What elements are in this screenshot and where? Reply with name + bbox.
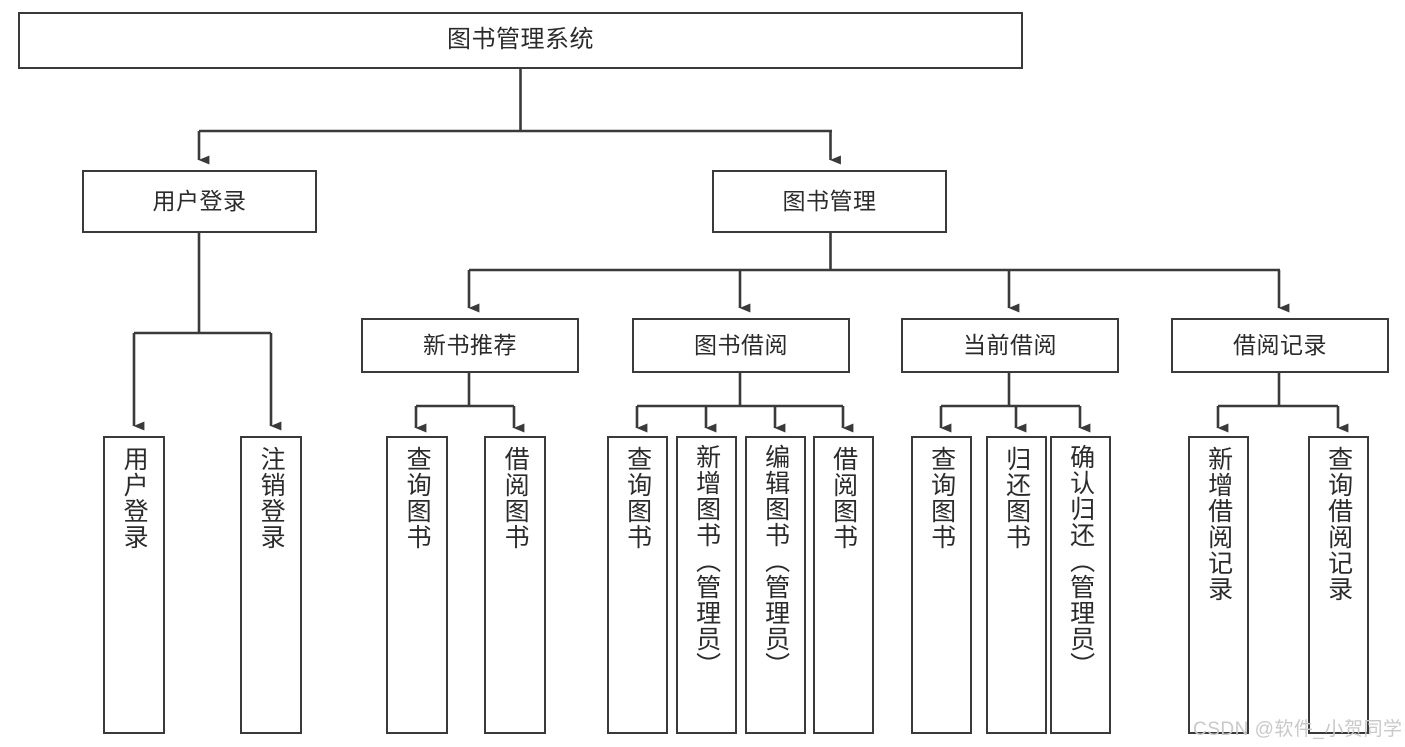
node-leaf-return-book[interactable]: 归还图书 xyxy=(986,436,1047,734)
node-user-login[interactable]: 用户登录 xyxy=(82,170,317,233)
node-leaf-query-book-borrow[interactable]: 查询图书 xyxy=(607,436,668,734)
node-leaf-query-book-recommend-label: 查询图书 xyxy=(403,446,432,550)
node-leaf-query-book-recommend[interactable]: 查询图书 xyxy=(386,436,448,734)
node-current-borrow-label: 当前借阅 xyxy=(963,331,1057,358)
node-user-login-label: 用户登录 xyxy=(152,187,247,214)
node-current-borrow[interactable]: 当前借阅 xyxy=(901,318,1119,373)
node-leaf-add-book-label: 新增图书（管理员） xyxy=(692,444,721,678)
node-leaf-confirm-return-label: 确认归还（管理员） xyxy=(1066,444,1095,678)
node-borrow-record-label: 借阅记录 xyxy=(1233,331,1327,358)
node-leaf-query-book-current[interactable]: 查询图书 xyxy=(911,436,972,734)
node-new-book-recommend[interactable]: 新书推荐 xyxy=(361,318,579,373)
node-book-borrow[interactable]: 图书借阅 xyxy=(632,318,850,373)
node-leaf-user-logout-label: 注销登录 xyxy=(257,446,286,550)
node-leaf-borrow-book-label: 借阅图书 xyxy=(829,446,858,550)
node-leaf-confirm-return[interactable]: 确认归还（管理员） xyxy=(1050,436,1111,734)
node-leaf-return-book-label: 归还图书 xyxy=(1002,446,1031,550)
node-leaf-query-borrow-record-label: 查询借阅记录 xyxy=(1324,446,1353,602)
node-root[interactable]: 图书管理系统 xyxy=(18,12,1023,69)
node-book-management[interactable]: 图书管理 xyxy=(712,170,947,233)
node-root-label: 图书管理系统 xyxy=(447,26,594,54)
node-leaf-query-book-borrow-label: 查询图书 xyxy=(623,446,652,550)
node-leaf-query-borrow-record[interactable]: 查询借阅记录 xyxy=(1308,436,1369,734)
node-leaf-add-borrow-record-label: 新增借阅记录 xyxy=(1204,446,1233,602)
node-leaf-borrow-book-recommend-label: 借阅图书 xyxy=(501,446,530,550)
node-leaf-user-logout[interactable]: 注销登录 xyxy=(240,436,302,734)
node-leaf-edit-book-label: 编辑图书（管理员） xyxy=(761,444,790,678)
node-leaf-query-book-current-label: 查询图书 xyxy=(927,446,956,550)
node-new-book-recommend-label: 新书推荐 xyxy=(423,331,517,358)
node-leaf-edit-book[interactable]: 编辑图书（管理员） xyxy=(745,436,806,734)
node-book-management-label: 图书管理 xyxy=(782,187,877,214)
node-leaf-user-login[interactable]: 用户登录 xyxy=(103,436,165,734)
node-leaf-add-book[interactable]: 新增图书（管理员） xyxy=(676,436,737,734)
node-leaf-borrow-book-recommend[interactable]: 借阅图书 xyxy=(484,436,546,734)
node-book-borrow-label: 图书借阅 xyxy=(694,331,788,358)
node-borrow-record[interactable]: 借阅记录 xyxy=(1171,318,1389,373)
node-leaf-add-borrow-record[interactable]: 新增借阅记录 xyxy=(1188,436,1249,734)
node-leaf-user-login-label: 用户登录 xyxy=(120,446,149,550)
node-leaf-borrow-book[interactable]: 借阅图书 xyxy=(813,436,874,734)
csdn-watermark: CSDN @软件_小贺同学 xyxy=(1193,719,1403,740)
